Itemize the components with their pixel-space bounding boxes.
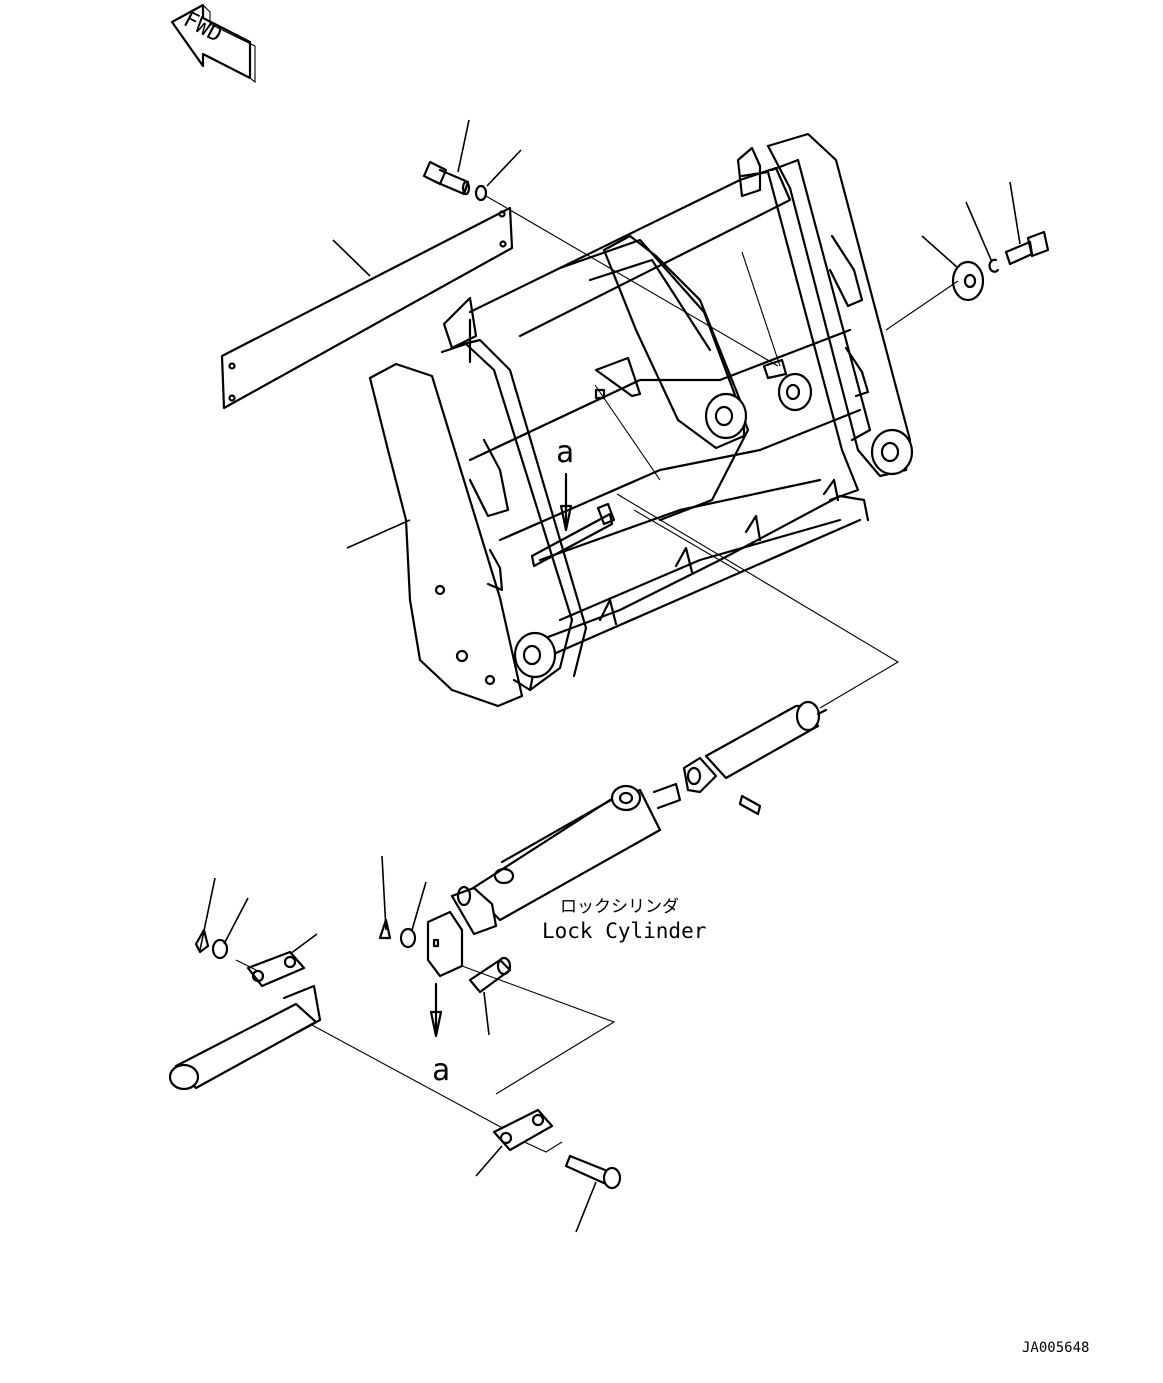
dashline-bolt-to-frame [485, 195, 779, 367]
view-marker-bottom: a [432, 1053, 450, 1088]
fwd-arrow-icon: FWD [170, 3, 256, 84]
drawing-number: JA005648 [1022, 1340, 1089, 1356]
leader-right-washer [921, 235, 959, 269]
long-pin [168, 984, 322, 1091]
coupler-frame [368, 132, 914, 708]
dashline-washer-to-frame [885, 280, 959, 331]
cover-plate [220, 206, 514, 410]
leader-cover-plate [332, 239, 371, 277]
view-marker-top: a [556, 435, 574, 470]
top-bolt [422, 160, 471, 196]
leader-washer [486, 149, 522, 187]
bottom-pin [564, 1154, 622, 1190]
dashline-center [741, 251, 781, 367]
leader-right-clip [965, 201, 993, 263]
top-washer [474, 184, 488, 202]
bottom-plate [492, 1108, 554, 1152]
right-hardware [951, 230, 1050, 302]
lock-cylinder [426, 700, 828, 994]
left-lower-hardware [194, 928, 306, 988]
leader-frame [346, 519, 411, 549]
callout-english: Lock Cylinder [542, 919, 706, 943]
callout-japanese: ロックシリンダ [560, 897, 679, 917]
link-frame-cylinder [616, 493, 900, 709]
leader-bolt [457, 119, 470, 173]
leader-right-bolt [1009, 181, 1021, 245]
mid-lower-hardware [378, 918, 417, 949]
dashline-bracket [594, 384, 661, 481]
